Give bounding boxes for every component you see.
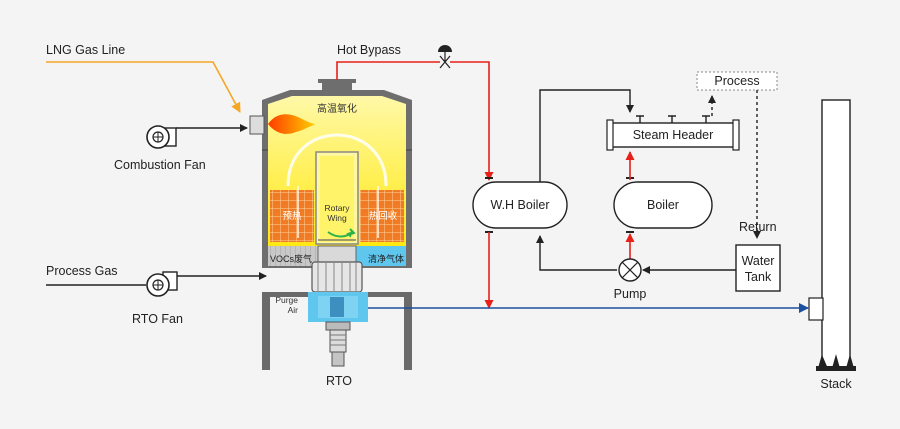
lng-gas-line: LNG Gas Line <box>46 43 241 113</box>
wh-boiler: W.H Boiler <box>472 177 568 233</box>
heat-recovery-label: 热回收 <box>369 210 398 222</box>
combustion-fan-icon <box>146 125 177 149</box>
water-tank-label-line1: Water <box>742 254 775 268</box>
stack: Stack <box>808 99 856 391</box>
heat-recovery-media-bed <box>360 190 404 242</box>
rto-label: RTO <box>326 374 352 388</box>
purge-air-label-line2: Air <box>288 305 299 315</box>
rto-vessel: 高温氧化 Rotary Wing 预热 热回收 VOCs废气 清净气体 Purg… <box>249 79 412 388</box>
process-label: Process <box>714 74 759 88</box>
water-tank: Water Tank Return <box>735 220 781 292</box>
process-gas-label: Process Gas <box>46 264 118 278</box>
process-gas-line: Process Gas RTO Fan <box>46 264 267 326</box>
pump-label: Pump <box>614 287 647 301</box>
pump: Pump <box>614 258 647 301</box>
wh-boiler-feed-line <box>536 235 617 271</box>
preheat-label: 预热 <box>282 210 302 222</box>
rotary-wing-label-line2: Wing <box>327 213 347 223</box>
steam-header: Steam Header <box>606 115 740 151</box>
steam-header-label: Steam Header <box>633 128 714 142</box>
boiler: Boiler <box>613 177 713 233</box>
rotation-arrow-icon <box>347 228 356 236</box>
rto-fan-label: RTO Fan <box>132 312 183 326</box>
lng-gas-line-label: LNG Gas Line <box>46 43 125 57</box>
wh-boiler-steam-line <box>539 89 634 182</box>
hot-bypass-label: Hot Bypass <box>337 43 401 57</box>
purge-air-label-line1: Purge <box>275 295 298 305</box>
boiler-label: Boiler <box>647 198 679 212</box>
combustion-fan: Combustion Fan <box>114 124 248 172</box>
stack-label: Stack <box>820 377 852 391</box>
rto-fan-icon <box>146 271 178 297</box>
vocs-waste-gas-label: VOCs废气 <box>270 253 312 264</box>
high-temp-oxidation-label: 高温氧化 <box>317 102 357 115</box>
combustion-fan-label: Combustion Fan <box>114 158 206 172</box>
rotary-wing-label-line1: Rotary <box>324 203 350 213</box>
hot-bypass-line: Hot Bypass <box>336 43 489 180</box>
return-label: Return <box>739 220 777 234</box>
bypass-valve-icon <box>438 45 452 69</box>
water-tank-label-line2: Tank <box>745 270 772 284</box>
wh-boiler-label: W.H Boiler <box>490 198 549 212</box>
clean-gas-label: 清净气体 <box>368 253 404 264</box>
burner-flame-icon <box>268 114 316 134</box>
pump-icon <box>618 258 642 282</box>
preheat-media-bed <box>270 190 314 242</box>
process-box: Process <box>696 71 778 239</box>
